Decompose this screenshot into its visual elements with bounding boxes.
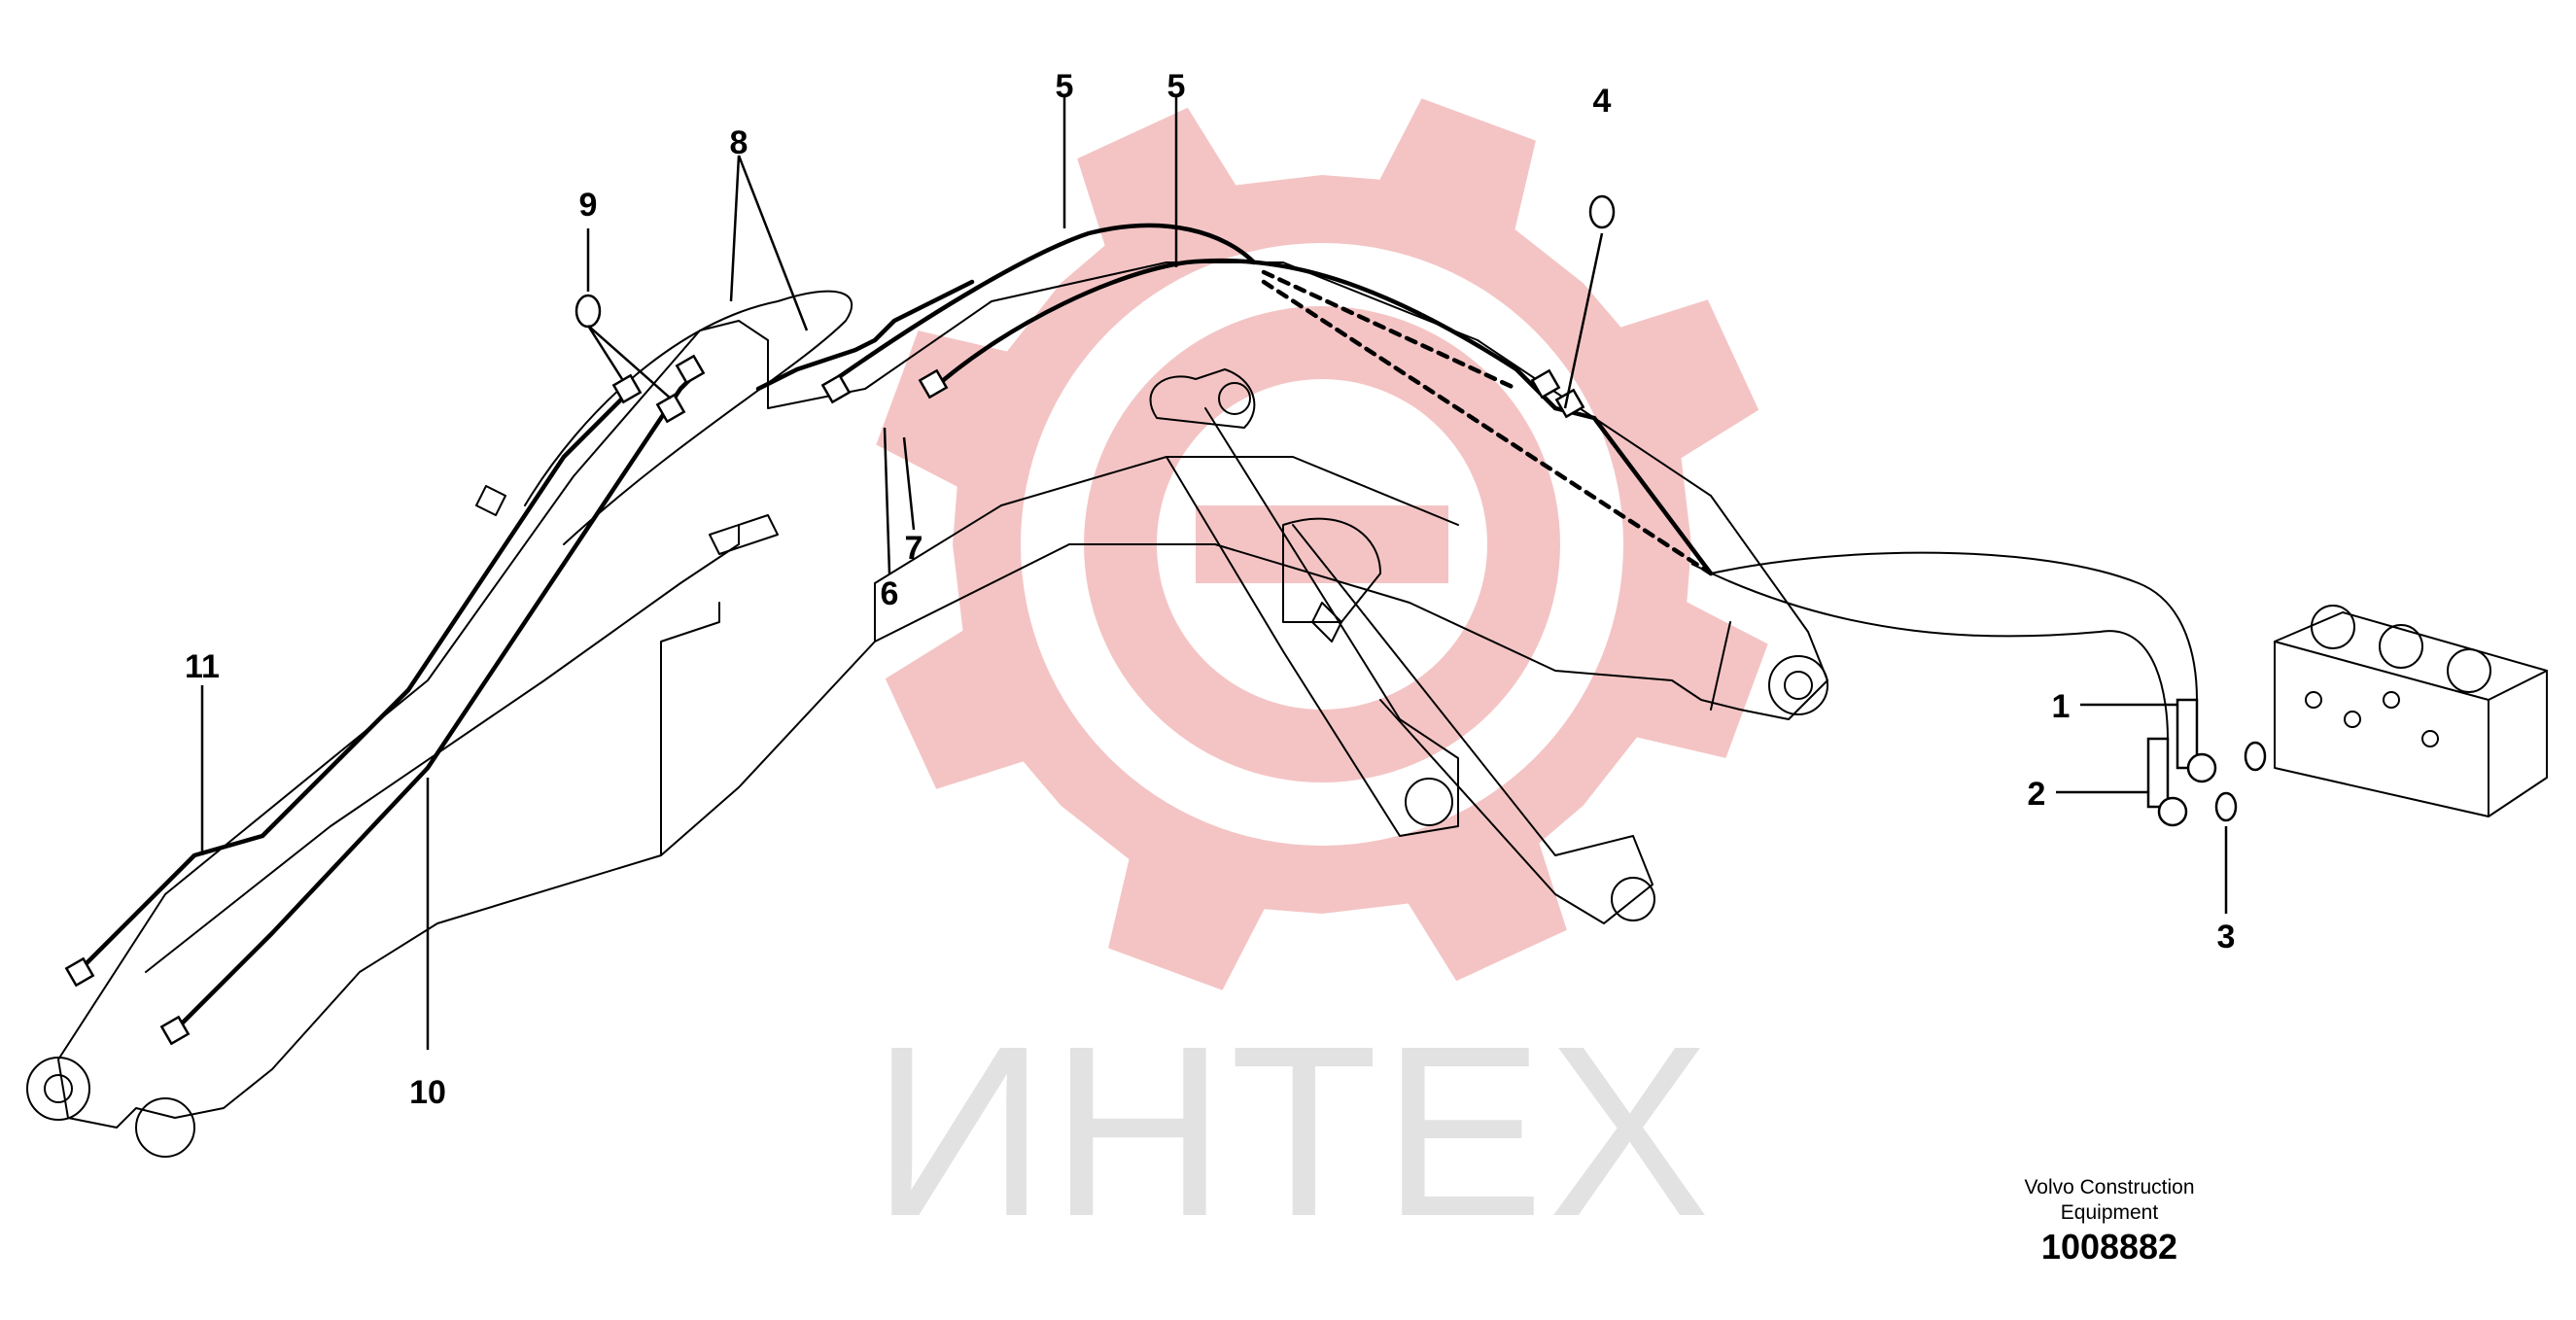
watermark-gear-icon: [876, 98, 1768, 990]
caption-manufacturer-line1: Volvo Construction: [2024, 1176, 2195, 1198]
callout-5b: 5: [1167, 68, 1186, 105]
callout-3: 3: [2217, 919, 2236, 955]
callout-1: 1: [2052, 688, 2071, 725]
callout-4: 4: [1593, 83, 1612, 120]
leader-lines: [200, 97, 2228, 1050]
callout-8: 8: [730, 124, 748, 161]
caption-part-number: 1008882: [2040, 1227, 2178, 1267]
callout-10: 10: [409, 1074, 446, 1111]
boom-structure: [26, 261, 1828, 1158]
fittings: [64, 194, 2267, 1046]
caption-manufacturer-line2: Equipment: [2060, 1201, 2159, 1224]
control-valve-block: [2274, 605, 2548, 817]
hydraulic-cylinders: [1166, 407, 1655, 924]
callout-labels: 1 2 3 4 5 5 6 7 8 9 10 11: [185, 68, 2235, 1111]
callout-11: 11: [185, 648, 220, 685]
callout-7: 7: [905, 530, 923, 567]
callout-5a: 5: [1056, 68, 1074, 105]
callout-6: 6: [881, 575, 899, 612]
callout-2: 2: [2028, 776, 2046, 813]
watermark-text: ИНТЕХ: [872, 995, 1714, 1267]
callout-9: 9: [579, 187, 598, 224]
